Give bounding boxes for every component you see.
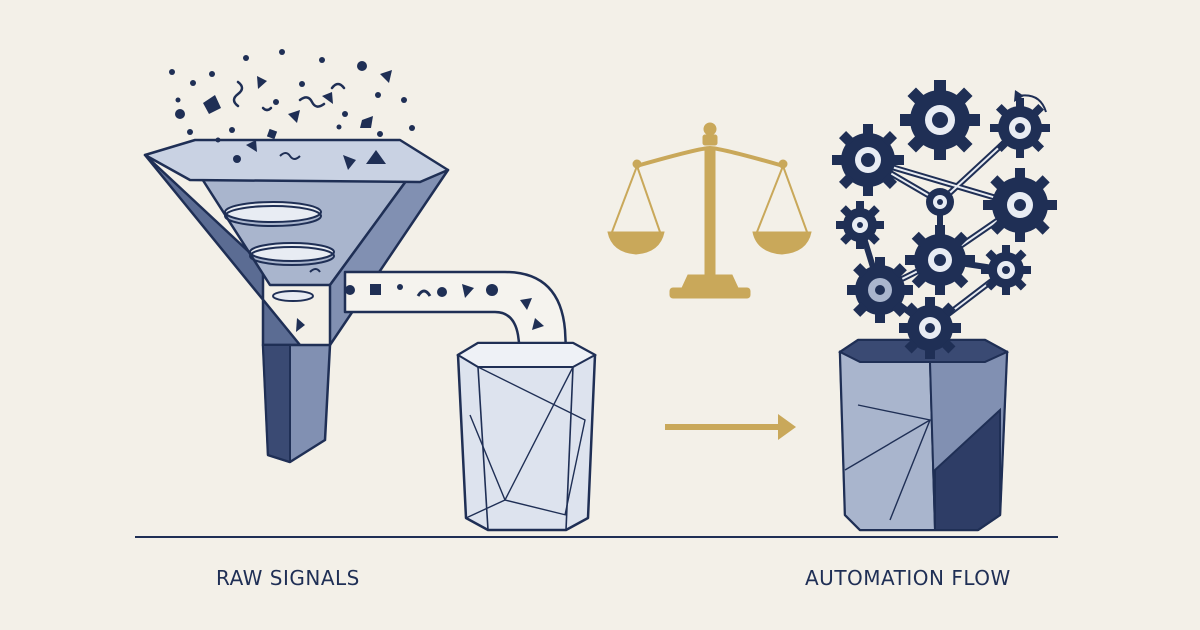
gear-icon (900, 80, 980, 160)
gear-icon (926, 188, 954, 216)
gear-cluster (832, 80, 1057, 359)
gear-icon (990, 98, 1050, 158)
bucket-icon-left (456, 341, 598, 532)
gear-icon (899, 297, 961, 359)
arrow-icon (665, 414, 796, 440)
raw-signals-label: RAW SIGNALS (216, 566, 360, 590)
gear-icon (836, 201, 884, 249)
gear-icon (981, 245, 1031, 295)
gear-icon (905, 225, 975, 295)
bucket-icon-right (838, 338, 1010, 532)
particle-spray (169, 49, 415, 152)
gear-icon (832, 124, 904, 196)
gear-icon (983, 168, 1057, 242)
scale-icon (607, 122, 812, 299)
chute (343, 270, 568, 358)
funnel-icon (143, 138, 450, 464)
automation-flow-label: AUTOMATION FLOW (805, 566, 1011, 590)
gear-icon (847, 257, 913, 323)
